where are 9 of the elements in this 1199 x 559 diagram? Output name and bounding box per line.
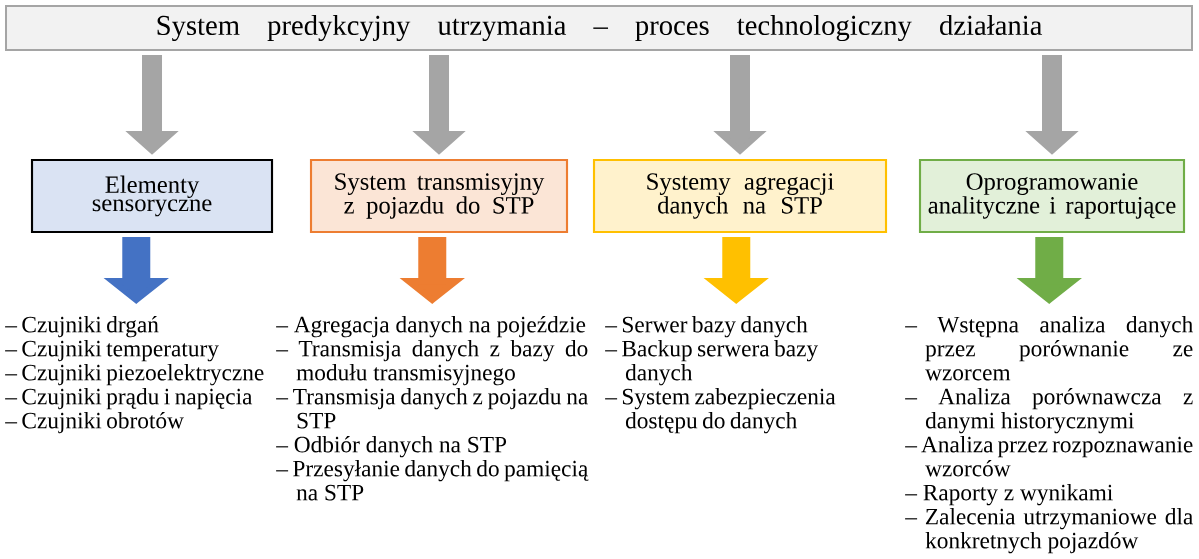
category-box: Systemy agregacji danych na STP bbox=[592, 158, 888, 234]
category-box: Elementy sensoryczne bbox=[30, 158, 274, 234]
bullet-list: – Serwer bazy danych – Backup serwera bazy danych – System zabezpieczenia dostępu do danych bbox=[605, 316, 836, 434]
title-box: System predykcyjny utrzymania – proces technologiczny działania bbox=[5, 5, 1193, 51]
category-box: Oprogramowanie analityczne i raportujące bbox=[918, 158, 1186, 234]
category-box: System transmisyjny z pojazdu do STP bbox=[309, 158, 569, 234]
bullet-list: – Czujniki drgań – Czujniki temperatury – Czujniki piezoelektryczne – Czujniki prądu i napięcia – Czujniki obrotów bbox=[5, 316, 264, 434]
bullet-list: – Agregacja danych na pojeździe – Transmisja danych z bazy do modułu transmisyjnego – Transmisja danych z pojazdu na STP – Odbiór danych na STP – Przesyłanie danych do pamięcią na STP bbox=[276, 316, 589, 501]
bullet-list: – Wstępna analiza danych przez porównanie ze wzorcem – Analiza porównawcza z danymi historycznymi – Analiza przez rozpoznawanie wzorców – Raporty z wynikami – Zalecenia utrzymaniowe dla konkretnych pojazdów bbox=[905, 316, 1193, 554]
